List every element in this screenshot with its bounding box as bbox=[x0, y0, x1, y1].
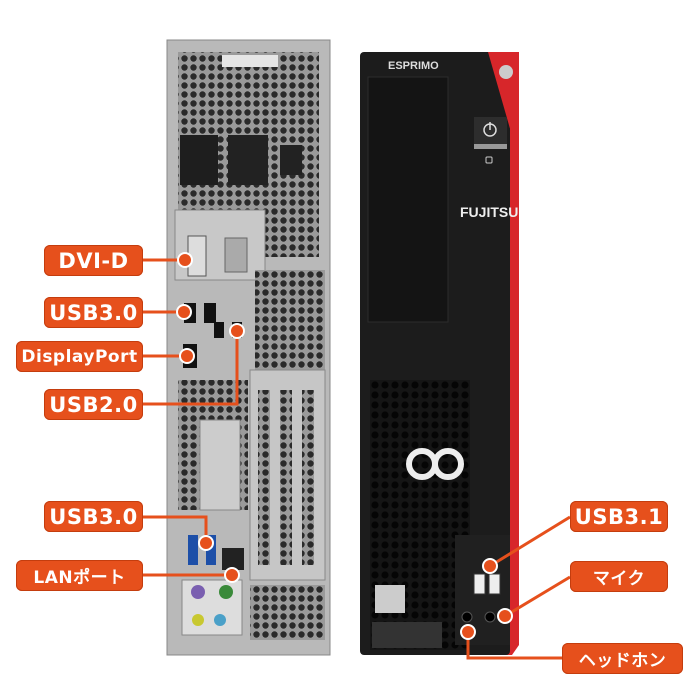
intel-badge bbox=[375, 585, 405, 613]
usb2-port bbox=[214, 322, 224, 338]
usb3-port bbox=[206, 535, 216, 565]
callout-usb30-bottom: USB3.0 bbox=[44, 501, 143, 532]
power-outlet bbox=[228, 135, 268, 185]
pc-rear-view bbox=[166, 39, 331, 656]
power-inlet bbox=[180, 135, 218, 185]
leader-dots bbox=[176, 252, 513, 640]
usb3-port bbox=[204, 303, 216, 323]
ps2-mouse bbox=[219, 585, 233, 599]
fujitsu-infinity-logo bbox=[406, 448, 464, 480]
mic-jack bbox=[484, 611, 496, 623]
callout-dvi-d: DVI-D bbox=[44, 245, 143, 276]
headphone-jack bbox=[461, 611, 473, 623]
callout-mic: マイク bbox=[570, 561, 668, 592]
callout-usb30-top: USB3.0 bbox=[44, 297, 143, 328]
usb3-port bbox=[188, 535, 198, 565]
callout-lan-port: LANポート bbox=[16, 560, 143, 591]
usb31-port bbox=[473, 573, 486, 595]
lock-icon bbox=[485, 156, 493, 164]
callout-headphone: ヘッドホン bbox=[562, 643, 683, 674]
callout-displayport: DisplayPort bbox=[16, 341, 143, 372]
callout-usb20: USB2.0 bbox=[44, 389, 143, 420]
lan-port bbox=[222, 548, 244, 570]
pc-front-view bbox=[360, 52, 519, 655]
callout-usb31: USB3.1 bbox=[570, 501, 668, 532]
fujitsu-logo: FUJITSU bbox=[460, 204, 519, 220]
power-button bbox=[474, 117, 507, 147]
usb31-port bbox=[488, 573, 501, 595]
ps2-keyboard bbox=[191, 585, 205, 599]
esprimo-logo: ESPRIMO bbox=[388, 60, 439, 72]
power-switch bbox=[280, 145, 302, 175]
indicator-light bbox=[499, 65, 513, 79]
